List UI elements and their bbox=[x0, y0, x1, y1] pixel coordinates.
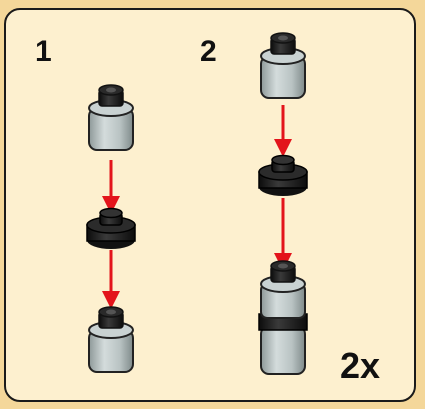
instruction-panel bbox=[4, 8, 416, 402]
assembled-brick-stack-icon bbox=[258, 260, 308, 375]
round-brick-gray-icon bbox=[260, 32, 306, 99]
round-brick-gray-icon bbox=[88, 306, 134, 373]
step-number-2: 2 bbox=[200, 35, 217, 68]
round-plate-black-icon bbox=[86, 207, 136, 249]
quantity-multiplier: 2x bbox=[340, 345, 381, 386]
step-number-1: 1 bbox=[35, 35, 52, 68]
round-plate-black-icon bbox=[258, 154, 308, 196]
round-brick-gray-icon bbox=[88, 84, 134, 151]
